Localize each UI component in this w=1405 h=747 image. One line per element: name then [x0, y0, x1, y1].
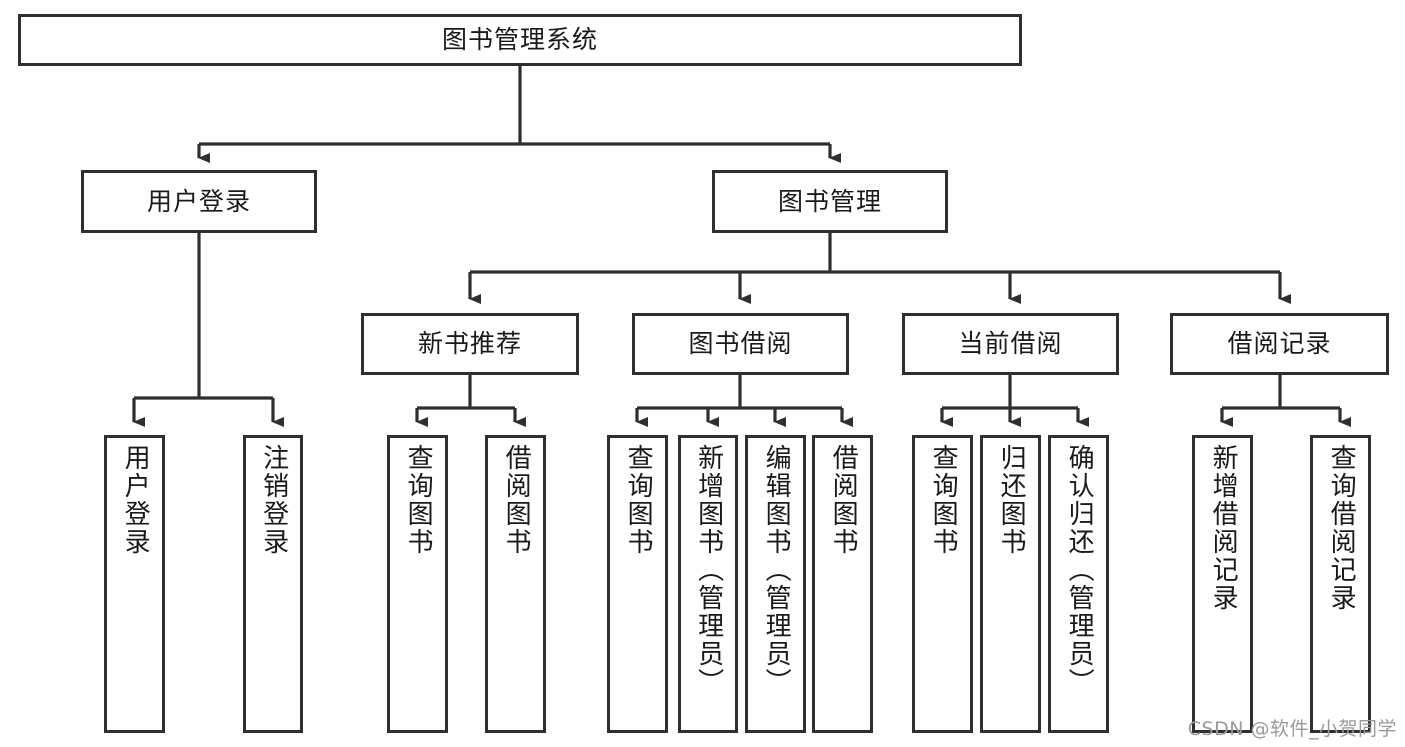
node-new-book-recommend-label: 新书推荐: [417, 329, 522, 359]
node-leaf-add-record-label: 新增借阅记录: [1208, 444, 1239, 612]
node-leaf-return-book-label: 归还图书: [996, 444, 1027, 556]
node-leaf-query-book-2[interactable]: 查询图书: [607, 435, 668, 733]
node-leaf-add-book[interactable]: 新增图书（管理员）: [678, 435, 738, 733]
node-root-book-management-system[interactable]: 图书管理系统: [18, 14, 1022, 66]
node-leaf-add-record[interactable]: 新增借阅记录: [1192, 435, 1253, 733]
node-book-borrow-label: 图书借阅: [688, 329, 793, 359]
node-leaf-query-book-3[interactable]: 查询图书: [912, 435, 973, 733]
node-leaf-borrow-book-2-label: 借阅图书: [828, 444, 859, 556]
node-leaf-user-logout[interactable]: 注销登录: [243, 435, 303, 733]
node-leaf-confirm-return-label: 确认归还（管理员）: [1064, 444, 1095, 696]
node-book-borrow[interactable]: 图书借阅: [632, 313, 849, 375]
node-user-login-label: 用户登录: [146, 186, 251, 216]
node-leaf-borrow-book-2[interactable]: 借阅图书: [812, 435, 873, 733]
node-user-login[interactable]: 用户登录: [81, 170, 317, 233]
node-leaf-query-record-label: 查询借阅记录: [1326, 444, 1357, 612]
node-borrow-record-label: 借阅记录: [1227, 329, 1332, 359]
node-leaf-user-login[interactable]: 用户登录: [104, 435, 165, 733]
node-book-manage-label: 图书管理: [777, 186, 882, 216]
node-book-manage[interactable]: 图书管理: [712, 170, 948, 233]
node-borrow-record[interactable]: 借阅记录: [1170, 313, 1389, 375]
node-root-label: 图书管理系统: [441, 25, 598, 55]
node-current-borrow-label: 当前借阅: [958, 329, 1063, 359]
node-leaf-borrow-book-1[interactable]: 借阅图书: [485, 435, 546, 733]
node-leaf-return-book[interactable]: 归还图书: [980, 435, 1041, 733]
node-leaf-add-book-label: 新增图书（管理员）: [693, 444, 724, 696]
node-new-book-recommend[interactable]: 新书推荐: [361, 313, 579, 375]
watermark-text: CSDN @软件_小贺同学: [1187, 718, 1397, 740]
node-leaf-query-book-1-label: 查询图书: [403, 444, 434, 556]
node-leaf-query-book-3-label: 查询图书: [928, 444, 959, 556]
node-leaf-edit-book[interactable]: 编辑图书（管理员）: [745, 435, 806, 733]
node-leaf-borrow-book-1-label: 借阅图书: [501, 444, 532, 556]
node-leaf-edit-book-label: 编辑图书（管理员）: [761, 444, 792, 696]
node-leaf-user-login-label: 用户登录: [120, 444, 151, 556]
node-leaf-query-record[interactable]: 查询借阅记录: [1310, 435, 1371, 733]
node-leaf-query-book-2-label: 查询图书: [623, 444, 654, 556]
node-leaf-query-book-1[interactable]: 查询图书: [387, 435, 448, 733]
node-leaf-confirm-return[interactable]: 确认归还（管理员）: [1048, 435, 1109, 733]
node-leaf-user-logout-label: 注销登录: [258, 444, 289, 556]
node-current-borrow[interactable]: 当前借阅: [902, 313, 1119, 375]
